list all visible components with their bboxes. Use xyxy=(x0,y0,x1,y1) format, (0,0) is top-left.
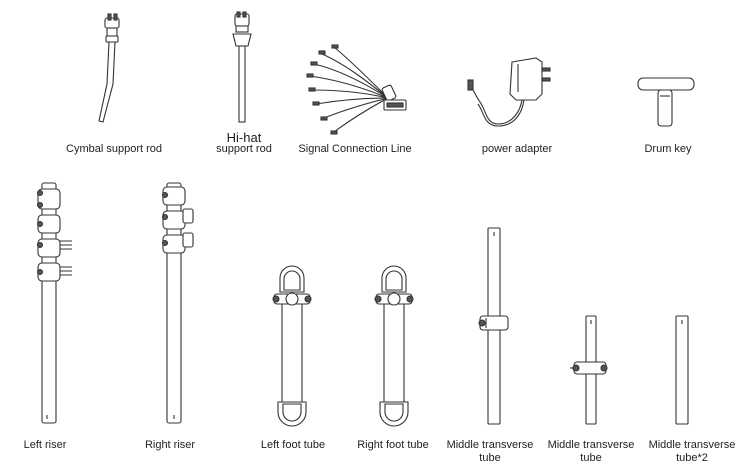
left-riser-label: Left riser xyxy=(23,439,67,451)
left-foot-tube-label: Left foot tube xyxy=(260,439,326,451)
middle-transverse-tube-1-illustration xyxy=(478,227,509,425)
power-adapter-illustration xyxy=(467,57,551,127)
right-foot-tube-label: Right foot tube xyxy=(357,439,429,451)
signal-connection-line-illustration xyxy=(306,44,407,135)
hihat-support-rod-illustration xyxy=(232,11,252,123)
drum-key-label: Drum key xyxy=(644,143,692,155)
signal-connection-line-label: Signal Connection Line xyxy=(298,143,412,155)
hihat-support-rod-label-line2: support rod xyxy=(216,143,272,155)
middle-transverse-tube-3-label-line1: Middle transverse xyxy=(648,439,736,451)
hihat-support-rod-label-line1: Hi-hat xyxy=(226,130,262,145)
power-adapter-label: power adapter xyxy=(481,143,553,155)
middle-transverse-tube-3-label-line2: tube*2 xyxy=(676,452,708,464)
cymbal-support-rod-label: Cymbal support rod xyxy=(66,143,162,155)
drum-key-illustration xyxy=(637,77,695,127)
middle-transverse-tube-2-label-line2: tube xyxy=(580,452,602,464)
middle-transverse-tube-1-label-line1: Middle transverse xyxy=(446,439,534,451)
right-riser-illustration xyxy=(161,182,194,424)
middle-transverse-tube-1-label-line2: tube xyxy=(479,452,501,464)
right-foot-tube-illustration xyxy=(374,265,414,427)
middle-transverse-tube-2-illustration xyxy=(570,315,608,425)
middle-transverse-tube-2-label-line1: Middle transverse xyxy=(547,439,635,451)
left-riser-illustration xyxy=(36,182,72,424)
cymbal-support-rod-illustration xyxy=(98,13,120,123)
right-riser-label: Right riser xyxy=(144,439,196,451)
left-foot-tube-illustration xyxy=(272,265,312,427)
middle-transverse-tube-3-illustration xyxy=(675,315,689,425)
